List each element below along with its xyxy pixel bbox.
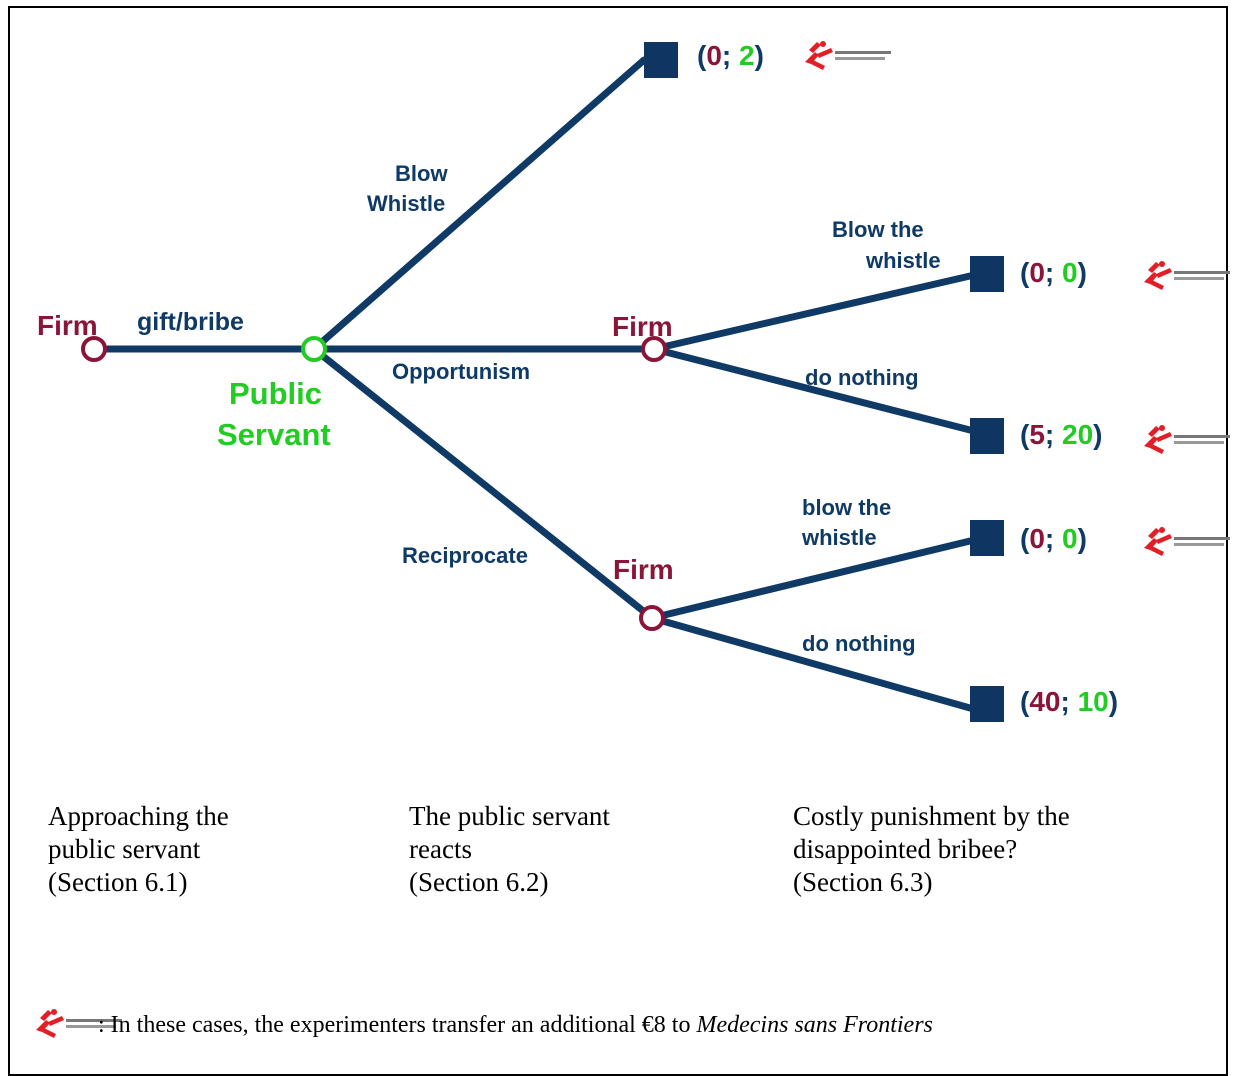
payoff-label: (40; 10) [1020, 686, 1118, 717]
terminal-node [644, 42, 678, 78]
edge-do-nothing-lower [648, 614, 974, 712]
edge-label-do-nothing-upper: do nothing [805, 365, 919, 390]
footnote: : In these cases, the experimenters tran… [98, 1012, 933, 1039]
payoff-label: (0; 0) [1020, 523, 1087, 554]
edge-label-reciprocate: Reciprocate [402, 543, 528, 568]
terminal-node [970, 520, 1004, 556]
edge-label-blow-the-whistle-upper: Blow the whistle [832, 217, 941, 273]
terminal-node [970, 686, 1004, 722]
edge-reciprocate [310, 345, 656, 622]
firm-mid-node [641, 336, 667, 362]
firm-start-node [81, 336, 107, 362]
edge-do-nothing-upper [650, 345, 974, 434]
payoff-label: (0; 2) [697, 40, 764, 71]
msf-logo-icon [805, 41, 891, 70]
edge-label-blow-the-whistle-lower: blow the whistle [801, 495, 897, 550]
msf-logo-icon [1144, 425, 1230, 454]
edge-blow-the-whistle-lower [648, 537, 974, 622]
public-servant-label: Public Servant [217, 376, 331, 452]
terminal-node [970, 418, 1004, 454]
msf-logo-icon [1144, 527, 1230, 556]
stage-caption-1: Approaching the public servant (Section … [48, 801, 235, 897]
edge-label-blow-whistle: Blow Whistle [367, 161, 454, 216]
edge-label-opportunism: Opportunism [392, 359, 530, 384]
terminal-node [970, 256, 1004, 292]
payoff-label: (5; 20) [1020, 419, 1103, 450]
firm-low-node [639, 605, 665, 631]
firm-start-label: Firm [37, 310, 98, 341]
stage-caption-3: Costly punishment by the disappointed br… [793, 801, 1077, 897]
edge-label-do-nothing-lower: do nothing [802, 631, 916, 656]
footnote-italic: Medecins sans Frontiers [696, 1012, 933, 1038]
edge-blow-the-whistle-upper [650, 272, 974, 353]
msf-logo-icon [1144, 261, 1230, 290]
footnote-text: : In these cases, the experimenters tran… [98, 1012, 697, 1038]
edge-label-gift-bribe: gift/bribe [137, 308, 244, 336]
firm-mid-label: Firm [612, 311, 673, 342]
payoff-label: (0; 0) [1020, 257, 1087, 288]
edge-blow-whistle [310, 56, 648, 353]
public-servant-node [301, 336, 327, 362]
firm-low-label: Firm [613, 554, 674, 585]
stage-caption-2: The public servant reacts (Section 6.2) [409, 801, 617, 897]
